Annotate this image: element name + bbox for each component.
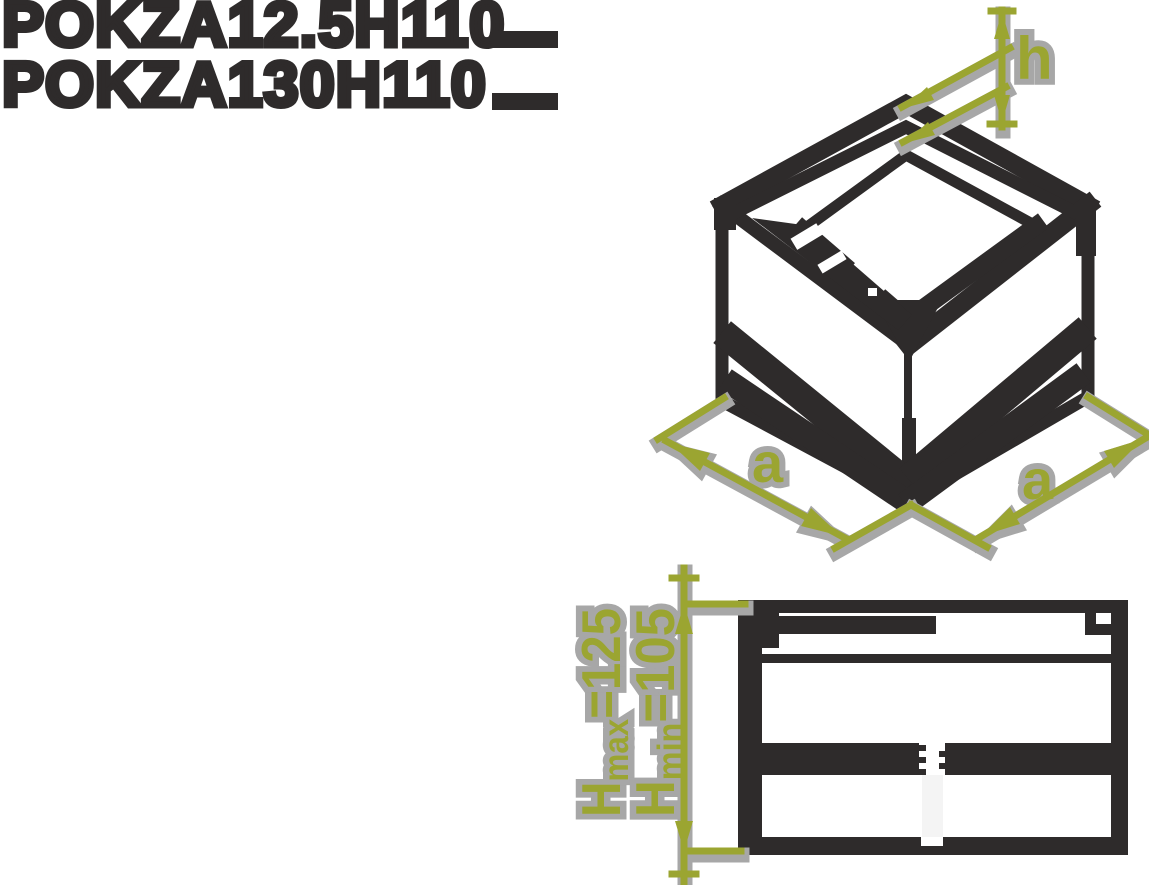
svg-text:Hmax=125: Hmax=125 <box>570 608 636 817</box>
svg-text:h: h <box>1016 25 1053 92</box>
svg-text:h: h <box>1016 25 1053 92</box>
svg-text:Hmin=105: Hmin=105 <box>624 608 690 817</box>
svg-text:a: a <box>752 431 784 494</box>
svg-text:Hmax=125: Hmax=125 <box>570 608 636 817</box>
svg-text:a: a <box>1022 448 1054 511</box>
svg-text:a: a <box>752 431 784 494</box>
